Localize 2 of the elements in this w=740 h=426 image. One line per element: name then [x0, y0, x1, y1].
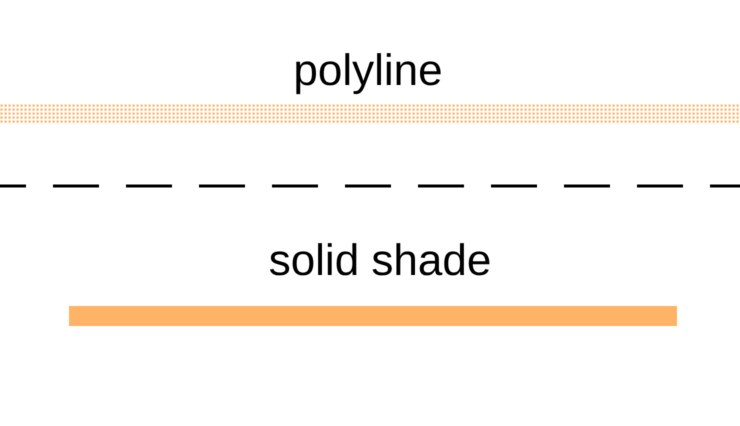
label-text: polyline — [293, 46, 443, 96]
label-text: solid shade — [268, 236, 492, 286]
